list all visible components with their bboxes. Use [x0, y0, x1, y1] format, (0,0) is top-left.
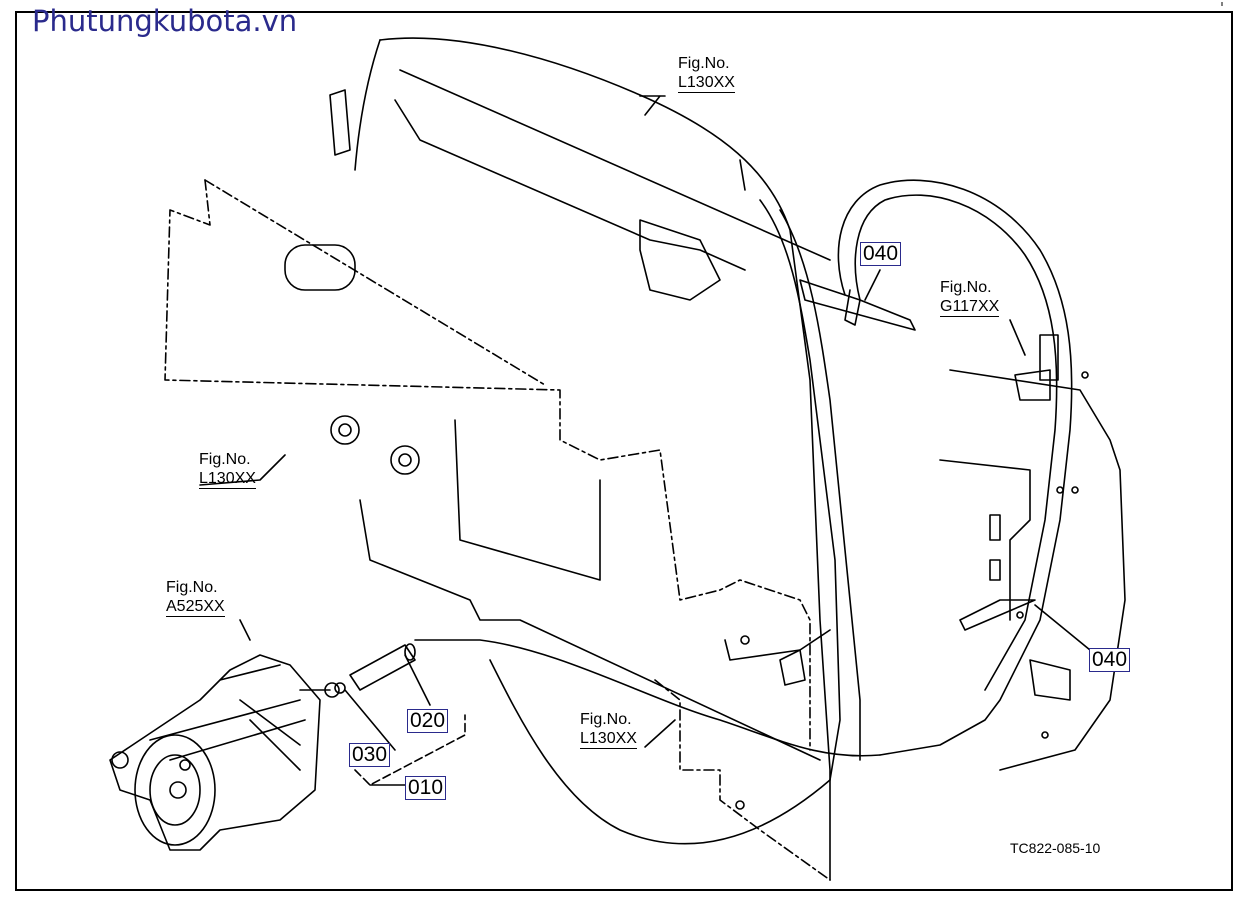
fitting-020 — [349, 644, 416, 691]
fig-ref-alternator-line2: A525XX — [166, 598, 225, 617]
fig-ref-left-line2: L130XX — [199, 470, 256, 489]
diagram-border — [15, 11, 1233, 891]
fig-ref-bottom-line1: Fig.No. — [580, 711, 632, 728]
hose — [837, 179, 1073, 756]
part-callout-030[interactable]: 030 — [349, 743, 391, 767]
drawing-code: TC822-085-10 — [1010, 840, 1101, 856]
fig-ref-bottom-line2: L130XX — [580, 730, 637, 749]
fig-ref-alternator-line1: Fig.No. — [166, 579, 218, 596]
site-watermark: Phutungkubota.vn — [32, 4, 298, 38]
fig-ref-left: Fig.No. L130XX — [199, 450, 256, 489]
part-callout-040-upper[interactable]: 040 — [860, 242, 902, 266]
clamp-lower — [959, 599, 1036, 631]
fig-ref-top-line1: Fig.No. — [678, 55, 730, 72]
fig-ref-alternator: Fig.No. A525XX — [166, 578, 225, 617]
fig-ref-right-line1: Fig.No. — [940, 279, 992, 296]
part-callout-020[interactable]: 020 — [407, 709, 449, 733]
part-callout-010[interactable]: 010 — [405, 776, 447, 800]
fig-ref-left-line1: Fig.No. — [199, 451, 251, 468]
part-callout-040-lower[interactable]: 040 — [1089, 648, 1131, 672]
fig-ref-top: Fig.No. L130XX — [678, 54, 735, 93]
fig-ref-right: Fig.No. G117XX — [940, 278, 1000, 317]
alternator — [109, 654, 321, 851]
panel-left — [164, 179, 811, 751]
fig-ref-right-line2: G117XX — [940, 298, 1000, 317]
fig-ref-top-line2: L130XX — [678, 74, 735, 93]
fig-ref-bottom: Fig.No. L130XX — [580, 710, 637, 749]
fitting-030 — [324, 682, 340, 698]
shroud-frame — [379, 37, 831, 881]
